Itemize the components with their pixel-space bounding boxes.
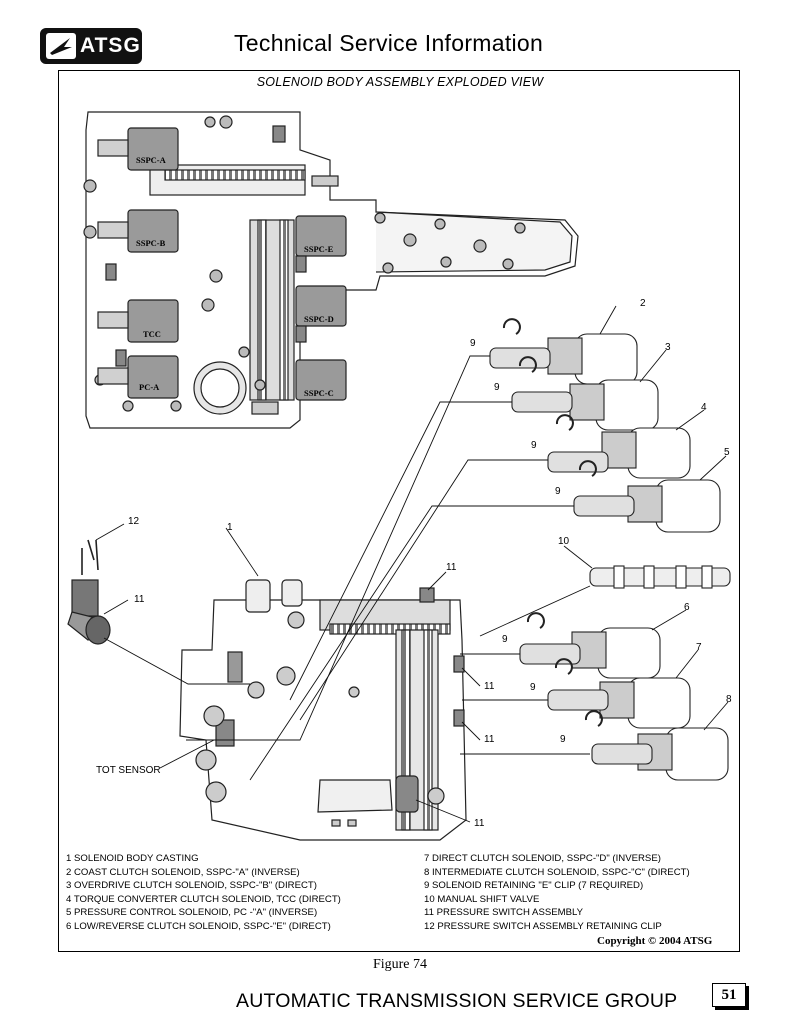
callout-6: 6 xyxy=(684,602,690,613)
footer-org-name: AUTOMATIC TRANSMISSION SERVICE GROUP xyxy=(236,990,678,1012)
callout-3: 3 xyxy=(665,342,671,353)
callout-numbers: 2 3 4 5 9 9 9 9 12 1 10 11 11 6 9 7 11 9… xyxy=(96,298,732,829)
legend-item: 6 LOW/REVERSE CLUTCH SOLENOID, SSPC-"E" … xyxy=(66,920,331,932)
atsg-logo: ATSG xyxy=(40,28,142,64)
callout-1: 1 xyxy=(227,522,233,533)
callout-9-e: 9 xyxy=(502,634,508,645)
pressure-switch-assembly xyxy=(67,539,111,645)
label-tcc: TCC xyxy=(143,329,161,339)
callout-9-a: 9 xyxy=(470,338,476,349)
legend-right: 7 DIRECT CLUTCH SOLENOID, SSPC-"D" (INVE… xyxy=(424,852,690,934)
callout-2: 2 xyxy=(640,298,646,309)
label-pc-a: PC-A xyxy=(139,382,160,392)
legend-item: 8 INTERMEDIATE CLUTCH SOLENOID, SSPC-"C"… xyxy=(424,866,690,878)
callout-9-f: 9 xyxy=(530,682,536,693)
callout-tot-sensor: TOT SENSOR xyxy=(96,765,161,776)
legend-item: 11 PRESSURE SWITCH ASSEMBLY xyxy=(424,907,584,919)
label-sspc-e: SSPC-E xyxy=(304,244,334,254)
exploded-solenoids-lower xyxy=(519,612,729,781)
figure-title: SOLENOID BODY ASSEMBLY EXPLODED VIEW xyxy=(256,75,544,89)
figure-frame xyxy=(58,70,740,952)
callout-9-b: 9 xyxy=(494,382,500,393)
callout-11-e: 11 xyxy=(474,818,485,829)
solenoid-body-casting xyxy=(179,579,467,841)
callout-9-g: 9 xyxy=(560,734,566,745)
exploded-view-drawing: SSPC-A SSPC-B TCC PC-A SSPC-E SSPC-D SSP… xyxy=(67,111,732,841)
callout-9-c: 9 xyxy=(531,440,537,451)
legend-item: 7 DIRECT CLUTCH SOLENOID, SSPC-"D" (INVE… xyxy=(424,853,661,864)
callout-10: 10 xyxy=(558,536,570,547)
copyright-notice: Copyright © 2004 ATSG xyxy=(597,935,713,947)
legend-item: 1 SOLENOID BODY CASTING xyxy=(66,853,199,864)
legend-item: 9 SOLENOID RETAINING "E" CLIP (7 REQUIRE… xyxy=(424,880,644,892)
page-number: 51 xyxy=(712,983,746,1007)
logo-emblem-icon xyxy=(46,33,76,59)
assembled-solenoid-body xyxy=(83,111,579,429)
callout-5: 5 xyxy=(724,447,730,458)
callout-12: 12 xyxy=(128,516,140,527)
legend-item: 10 MANUAL SHIFT VALVE xyxy=(424,893,540,905)
callout-11-c: 11 xyxy=(484,681,495,692)
legend-left: 1 SOLENOID BODY CASTING 2 COAST CLUTCH S… xyxy=(66,852,341,934)
manual-shift-valve xyxy=(589,565,731,589)
legend-item: 2 COAST CLUTCH SOLENOID, SSPC-"A" (INVER… xyxy=(66,866,300,878)
figure-caption: Figure 74 xyxy=(372,957,428,972)
callout-9-d: 9 xyxy=(555,486,561,497)
legend-item: 5 PRESSURE CONTROL SOLENOID, PC -"A" (IN… xyxy=(66,907,318,919)
callout-11-b: 11 xyxy=(134,594,145,605)
label-sspc-b: SSPC-B xyxy=(136,238,166,248)
legend-item: 4 TORQUE CONVERTER CLUTCH SOLENOID, TCC … xyxy=(66,893,341,905)
page-title: Technical Service Information xyxy=(234,30,544,56)
label-sspc-a: SSPC-A xyxy=(136,155,167,165)
callout-7: 7 xyxy=(696,642,702,653)
legend-item: 12 PRESSURE SWITCH ASSEMBLY RETAINING CL… xyxy=(424,920,662,932)
logo-text: ATSG xyxy=(80,34,141,57)
label-sspc-c: SSPC-C xyxy=(304,388,334,398)
callout-8: 8 xyxy=(726,694,732,705)
callout-11-d: 11 xyxy=(484,734,495,745)
leader-lines xyxy=(95,305,729,823)
callout-4: 4 xyxy=(701,402,707,413)
legend-item: 3 OVERDRIVE CLUTCH SOLENOID, SSPC-"B" (D… xyxy=(66,880,317,892)
callout-11-a: 11 xyxy=(446,562,457,573)
label-sspc-d: SSPC-D xyxy=(304,314,334,324)
exploded-solenoids-upper xyxy=(489,318,721,533)
